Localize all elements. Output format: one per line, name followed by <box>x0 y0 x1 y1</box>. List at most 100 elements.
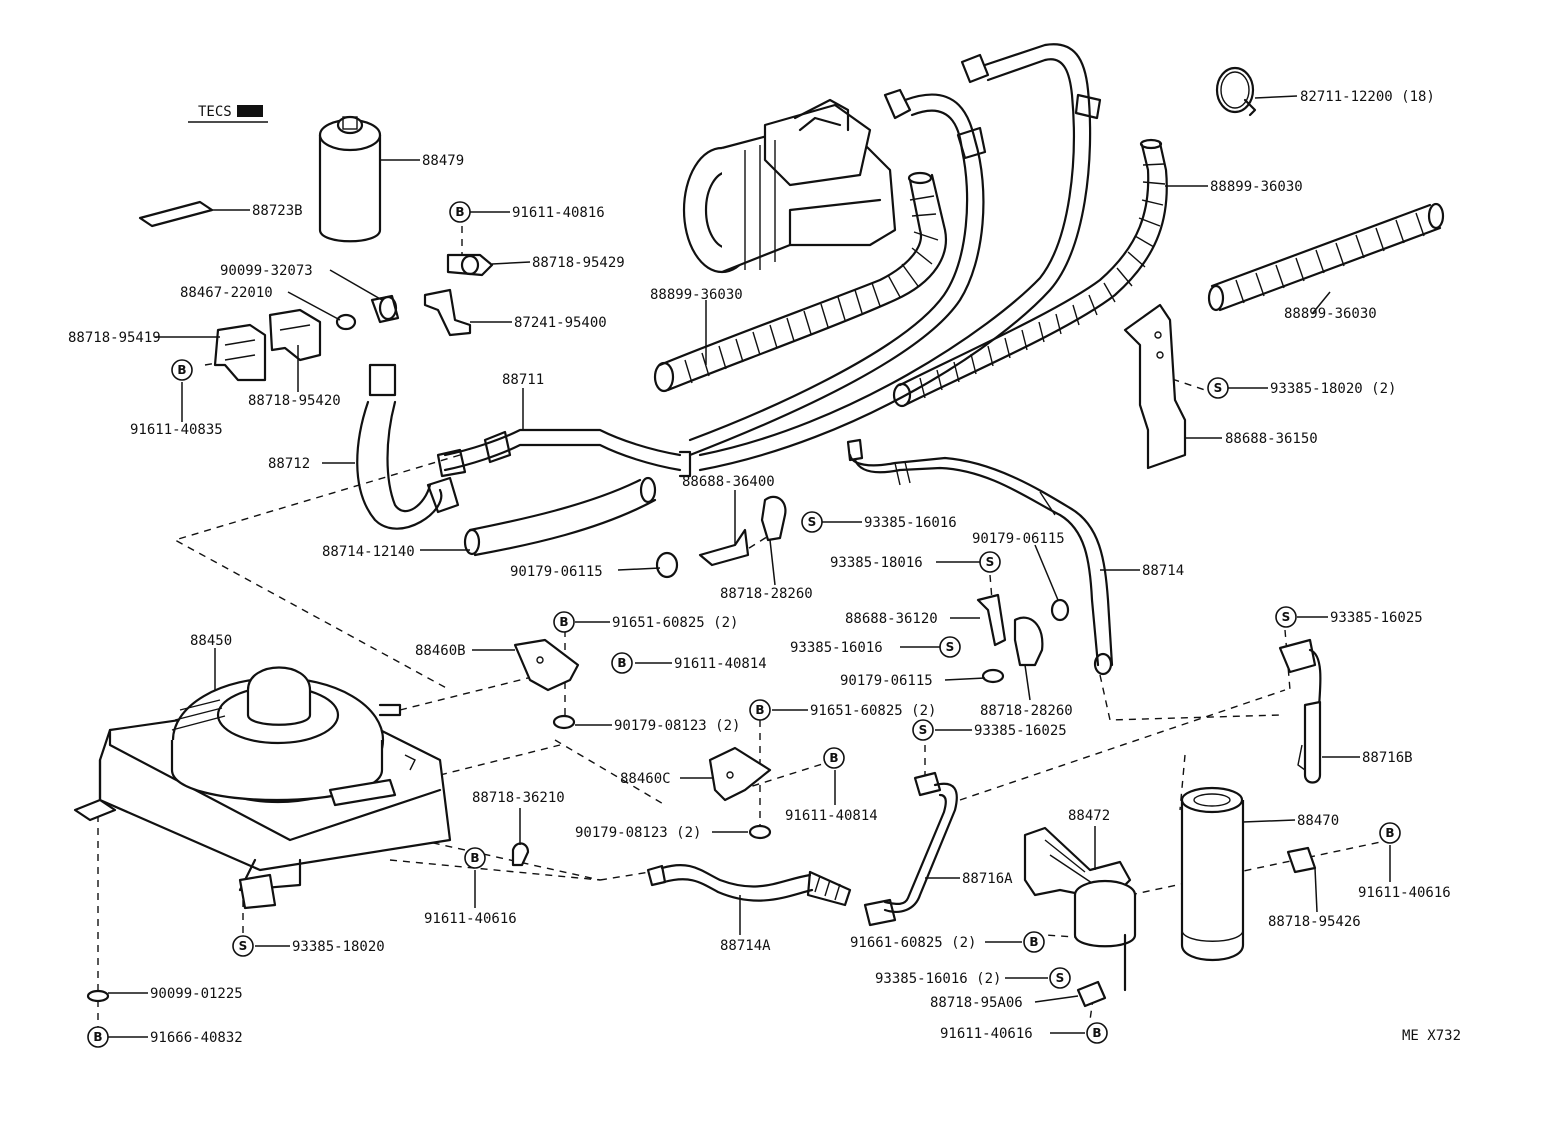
assembly-dashed-lines <box>97 226 1391 1030</box>
svg-text:B: B <box>177 363 186 377</box>
svg-text:B: B <box>93 1030 102 1044</box>
hose-protector-right <box>892 138 1168 408</box>
grommets-left <box>335 294 400 331</box>
svg-text:S: S <box>1056 971 1065 985</box>
bolt-symbol: B <box>553 611 575 633</box>
callout-91611-40835: 91611-40835 <box>130 422 223 438</box>
callout-88460c: 88460C <box>620 771 671 787</box>
svg-text:S: S <box>919 723 928 737</box>
hose-88711 <box>436 428 692 478</box>
callout-90179-06115-c: 90179-06115 <box>840 673 933 689</box>
callout-88688-36400: 88688-36400 <box>682 474 775 490</box>
callout-82711-12200: 82711-12200 (18) <box>1300 89 1435 105</box>
callout-88467-22010: 88467-22010 <box>180 285 273 301</box>
nut-90179-06115-a <box>655 551 679 579</box>
nut-90179-06115-b <box>1050 598 1070 622</box>
callout-93385-16025-b: 93385-16025 <box>974 723 1067 739</box>
clip-88718-95426 <box>1286 846 1317 874</box>
bracket-87241 <box>423 288 472 337</box>
callout-90179-06115-b: 90179-06115 <box>972 531 1065 547</box>
bolt-symbol: B <box>87 1026 109 1048</box>
hose-88716a <box>863 771 958 927</box>
callout-88460b: 88460B <box>415 643 466 659</box>
callout-91661-60825-2: 91661-60825 (2) <box>850 935 976 951</box>
bracket-88460b <box>513 638 580 692</box>
ac-compressor <box>682 98 897 274</box>
bolt-symbol: B <box>464 847 486 869</box>
callout-88712: 88712 <box>268 456 310 472</box>
callout-91611-40814-b: 91611-40814 <box>785 808 878 824</box>
washer-90099-01225 <box>86 989 110 1003</box>
callout-93385-18016: 93385-18016 <box>830 555 923 571</box>
clamp-88718-36210 <box>511 842 530 867</box>
bolt-symbol: B <box>823 747 845 769</box>
callout-88450: 88450 <box>190 633 232 649</box>
callout-90099-01225: 90099-01225 <box>150 986 243 1002</box>
tecs-note: TECS <box>188 104 268 123</box>
clips-95419-95420 <box>213 308 322 382</box>
callout-88714-12140: 88714-12140 <box>322 544 415 560</box>
hose-clamp <box>1215 66 1257 117</box>
callout-88711: 88711 <box>502 372 544 388</box>
callout-88899-36030-left: 88899-36030 <box>650 287 743 303</box>
leader-lines <box>108 95 1391 1038</box>
bracket-88688-36400 <box>698 528 750 567</box>
callout-88723b: 88723B <box>252 203 303 219</box>
bolt-symbol: B <box>1379 822 1401 844</box>
svg-text:B: B <box>1029 935 1038 949</box>
callout-88688-36150: 88688-36150 <box>1225 431 1318 447</box>
callout-93385-16016-b: 93385-16016 <box>790 640 883 656</box>
bolt-symbol: B <box>449 201 471 223</box>
svg-text:S: S <box>808 515 817 529</box>
callout-88718-95426: 88718-95426 <box>1268 914 1361 930</box>
hose-88712 <box>356 363 460 530</box>
svg-text:B: B <box>470 851 479 865</box>
callout-93385-16016-a: 93385-16016 <box>864 515 957 531</box>
callout-91651-60825-2-a: 91651-60825 (2) <box>612 615 738 631</box>
callout-88479: 88479 <box>422 153 464 169</box>
callout-91611-40616-b: 91611-40616 <box>424 911 517 927</box>
svg-text:S: S <box>1214 381 1223 395</box>
screw-symbol: S <box>1049 967 1071 989</box>
fastener-symbols: B B S S S S S B B B S B B B S B S B B <box>87 201 1401 1048</box>
callout-93385-16016-2: 93385-16016 (2) <box>875 971 1001 987</box>
callout-93385-18020-2: 93385-18020 (2) <box>1270 381 1396 397</box>
callout-88718-95420: 88718-95420 <box>248 393 341 409</box>
hose-88714-12140 <box>463 476 657 557</box>
screw-symbol: S <box>801 511 823 533</box>
callout-88718-28260-b: 88718-28260 <box>980 703 1073 719</box>
bracket-88460c <box>708 746 772 802</box>
svg-text:S: S <box>946 640 955 654</box>
screw-symbol: S <box>939 636 961 658</box>
callout-91666-40832: 91666-40832 <box>150 1030 243 1046</box>
discharge-hose-upper <box>688 88 987 457</box>
svg-text:B: B <box>755 703 764 717</box>
callout-91651-60825-2-b: 91651-60825 (2) <box>810 703 936 719</box>
callout-90179-06115-a: 90179-06115 <box>510 564 603 580</box>
bracket-88688-36120 <box>976 593 1007 647</box>
svg-text:B: B <box>559 615 568 629</box>
bolt-symbol: B <box>749 699 771 721</box>
hose-bracket-36150 <box>1123 303 1187 470</box>
clamp-88718-28260-a <box>760 495 787 542</box>
hose-protector-short <box>1207 202 1445 312</box>
switch-88716b <box>1278 638 1322 784</box>
nut-90179-06115-c <box>981 668 1005 684</box>
callout-90179-08123-2-a: 90179-08123 (2) <box>614 718 740 734</box>
bolt-symbol: B <box>1086 1022 1108 1044</box>
screw-symbol: S <box>1275 606 1297 628</box>
tecs-note-label: TECS <box>198 104 232 120</box>
svg-text:B: B <box>617 656 626 670</box>
tecs-note-mark <box>237 105 263 117</box>
callout-90179-08123-2-b: 90179-08123 (2) <box>575 825 701 841</box>
svg-text:S: S <box>986 555 995 569</box>
figure-code: ME X732 <box>1402 1028 1461 1044</box>
callout-88470: 88470 <box>1297 813 1339 829</box>
suction-hose-upper <box>698 43 1102 472</box>
label-tag-88723b <box>138 200 214 228</box>
callout-88716a: 88716A <box>962 871 1013 887</box>
callout-91611-40616-a: 91611-40616 <box>1358 885 1451 901</box>
callout-93385-16025-a: 93385-16025 <box>1330 610 1423 626</box>
hose-88714a <box>646 864 852 907</box>
